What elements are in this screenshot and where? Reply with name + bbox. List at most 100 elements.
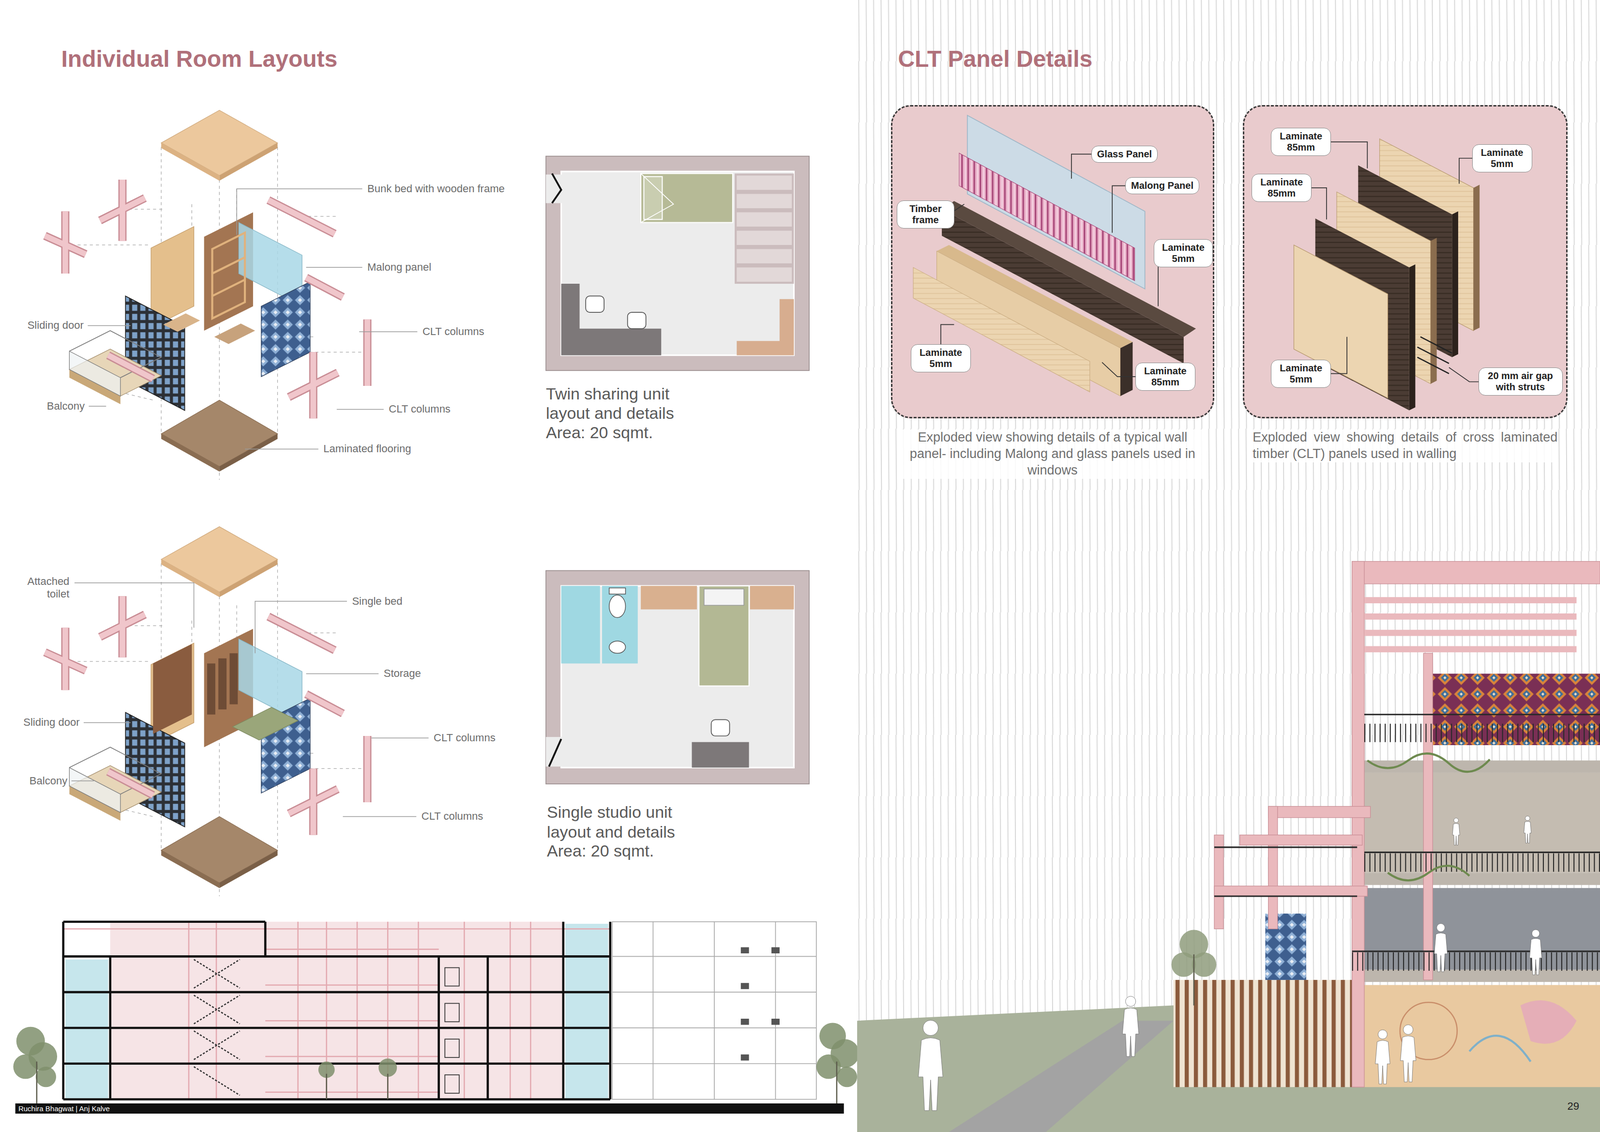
person-figure — [1400, 1024, 1417, 1082]
leader-lines — [336, 408, 384, 410]
building-perspective — [857, 561, 1600, 1132]
building-perspective — [1214, 714, 1600, 951]
leader-lines — [255, 601, 348, 654]
building-section — [612, 921, 817, 1100]
plan-twin — [643, 176, 663, 220]
bunk-bed — [212, 232, 245, 319]
plan-area: Area: 20 sqmt. — [546, 840, 654, 861]
trees — [836, 1066, 858, 1087]
building-section — [110, 921, 564, 1100]
leader-lines — [244, 448, 319, 450]
building-section — [565, 923, 609, 1099]
building-section — [63, 921, 611, 1100]
striped-background — [857, 0, 1600, 1132]
leader-lines — [306, 673, 379, 674]
callout-text: Laminate 5mm — [916, 347, 966, 370]
plan-twin — [736, 267, 792, 282]
callout-text: Laminate 5mm — [1276, 362, 1326, 385]
plan-single — [704, 588, 744, 605]
plan-single — [545, 570, 810, 784]
callout-box: Laminate 85mm — [1270, 127, 1331, 156]
building-perspective — [1423, 652, 1433, 980]
storage-shelves — [207, 663, 216, 714]
building-section — [194, 959, 241, 1095]
part-label: Balcony — [46, 399, 85, 413]
single-bed — [232, 707, 299, 740]
person-figure — [1375, 1029, 1390, 1084]
storage-shelves — [218, 658, 227, 710]
plan-single — [609, 587, 626, 594]
part-label: Attached toilet — [15, 574, 70, 601]
person-figure — [1524, 815, 1532, 843]
callout-box: Laminate 85mm — [1135, 362, 1196, 391]
plan-twin — [736, 299, 794, 356]
callout-text: Timber frame — [902, 203, 949, 226]
clt-panel-exploded — [1451, 211, 1459, 357]
plan-single — [602, 585, 638, 664]
leader-lines — [359, 331, 418, 332]
clt-panel-exploded — [1417, 336, 1453, 374]
building-perspective — [1192, 951, 1217, 977]
clt-panel-exploded — [1430, 237, 1437, 384]
part-label: Sliding door — [23, 715, 80, 729]
detail-panel: Glass PanelMalong PanelTimber frameLamin… — [890, 105, 1215, 419]
plan-twin — [545, 156, 810, 371]
person-figure — [1529, 929, 1542, 975]
building-section — [740, 946, 780, 1060]
room-axonometric-twin — [45, 110, 368, 480]
building-section — [740, 1054, 750, 1061]
bed-cushion — [214, 323, 256, 344]
leader-lines — [74, 582, 195, 628]
page-number: 29 — [1567, 1099, 1580, 1113]
callout-box: Laminate 5mm — [1153, 239, 1213, 268]
detail-panel-ground — [890, 105, 1568, 419]
building-perspective — [1357, 984, 1600, 1087]
plan-single — [561, 585, 795, 768]
plan-single — [548, 738, 561, 767]
building-section — [15, 1102, 845, 1114]
building-perspective — [1173, 979, 1358, 1087]
part-label: CLT columns — [422, 325, 485, 338]
detail-panel-ground — [1242, 105, 1568, 419]
building-perspective — [1352, 561, 1600, 584]
section-heading: CLT Panel Details — [897, 45, 1093, 74]
building-section — [265, 949, 439, 1092]
plan-single — [545, 736, 563, 767]
building-perspective — [1352, 561, 1365, 1087]
callout-box: Laminate 85mm — [1251, 173, 1312, 202]
person-figure — [918, 1019, 944, 1111]
plan-caption: Twin sharing unit layout and details — [545, 383, 692, 424]
building-perspective — [1268, 805, 1371, 817]
building-perspective — [1214, 885, 1368, 896]
building-perspective — [1469, 1035, 1531, 1061]
building-section — [36, 1061, 837, 1103]
building-section — [444, 1038, 460, 1057]
callout-box: Timber frame — [896, 200, 955, 229]
building-section — [612, 921, 817, 1100]
part-label: Bunk bed with wooden frame — [367, 182, 505, 196]
callout-text: Laminate 85mm — [1276, 130, 1326, 153]
callout-box: Laminate 5mm — [910, 344, 971, 373]
person-figure — [1122, 996, 1139, 1057]
building-perspective — [1214, 834, 1224, 929]
part-label: Balcony — [29, 774, 68, 787]
person-figure — [1434, 923, 1448, 972]
leader-lines — [371, 737, 429, 738]
plan-twin — [640, 173, 733, 223]
leader-lines — [236, 188, 363, 235]
part-label: Storage — [383, 666, 422, 680]
plan-single — [698, 585, 749, 686]
storage-shelves — [207, 652, 238, 714]
plan-twin — [736, 230, 792, 245]
trees — [13, 1054, 38, 1079]
building-section — [612, 921, 817, 1100]
building-section — [771, 946, 780, 953]
plan-twin — [552, 173, 562, 203]
plan-twin — [561, 283, 662, 356]
building-section — [63, 921, 611, 1100]
plan-twin — [545, 156, 810, 371]
leader-lines — [88, 405, 106, 407]
